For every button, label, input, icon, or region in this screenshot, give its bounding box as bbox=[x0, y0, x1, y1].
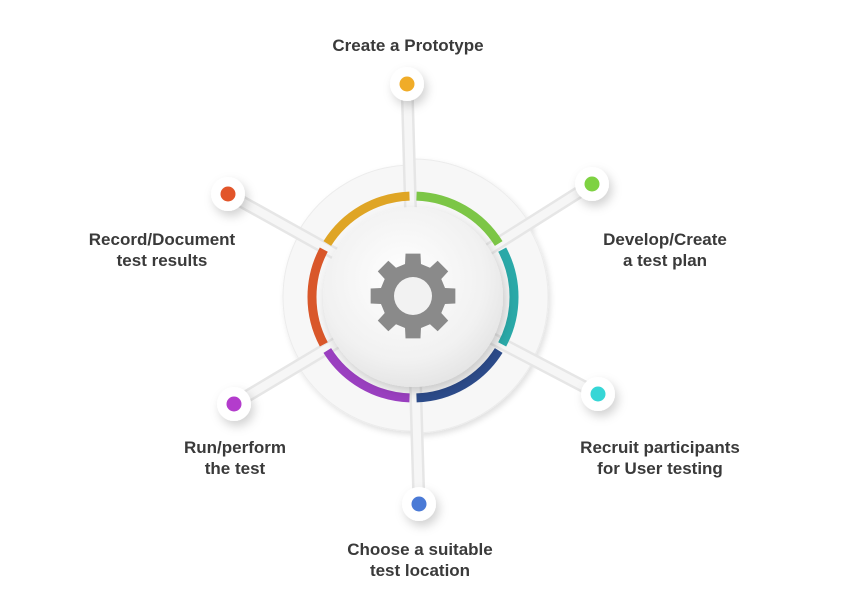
step-nodes bbox=[211, 67, 615, 521]
ring-segment bbox=[416, 191, 503, 246]
step-dot-bottom bbox=[411, 496, 427, 512]
ring-segment bbox=[323, 191, 410, 246]
gear-hole bbox=[394, 277, 432, 315]
color-ring bbox=[307, 191, 519, 403]
step-dot-br bbox=[590, 386, 606, 402]
step-dot-bl bbox=[226, 396, 242, 412]
step-label-record-results: Record/Document test results bbox=[88, 230, 236, 270]
step-dot-top bbox=[399, 76, 415, 92]
ring-segment bbox=[323, 348, 410, 403]
step-label-choose-location: Choose a suitable test location bbox=[347, 540, 493, 580]
step-label-develop-test-plan: Develop/Create a test plan bbox=[603, 230, 727, 270]
step-label-create-prototype: Create a Prototype bbox=[332, 36, 484, 55]
step-dot-tr bbox=[584, 176, 600, 192]
step-dot-tl bbox=[220, 186, 236, 202]
step-label-recruit-participants: Recruit participants for User testing bbox=[580, 438, 740, 478]
gear-icon bbox=[370, 253, 456, 339]
ring-segment bbox=[307, 247, 328, 347]
step-label-run-test: Run/perform the test bbox=[184, 438, 286, 478]
ring-segment bbox=[498, 247, 519, 347]
ring-segment bbox=[416, 348, 503, 403]
